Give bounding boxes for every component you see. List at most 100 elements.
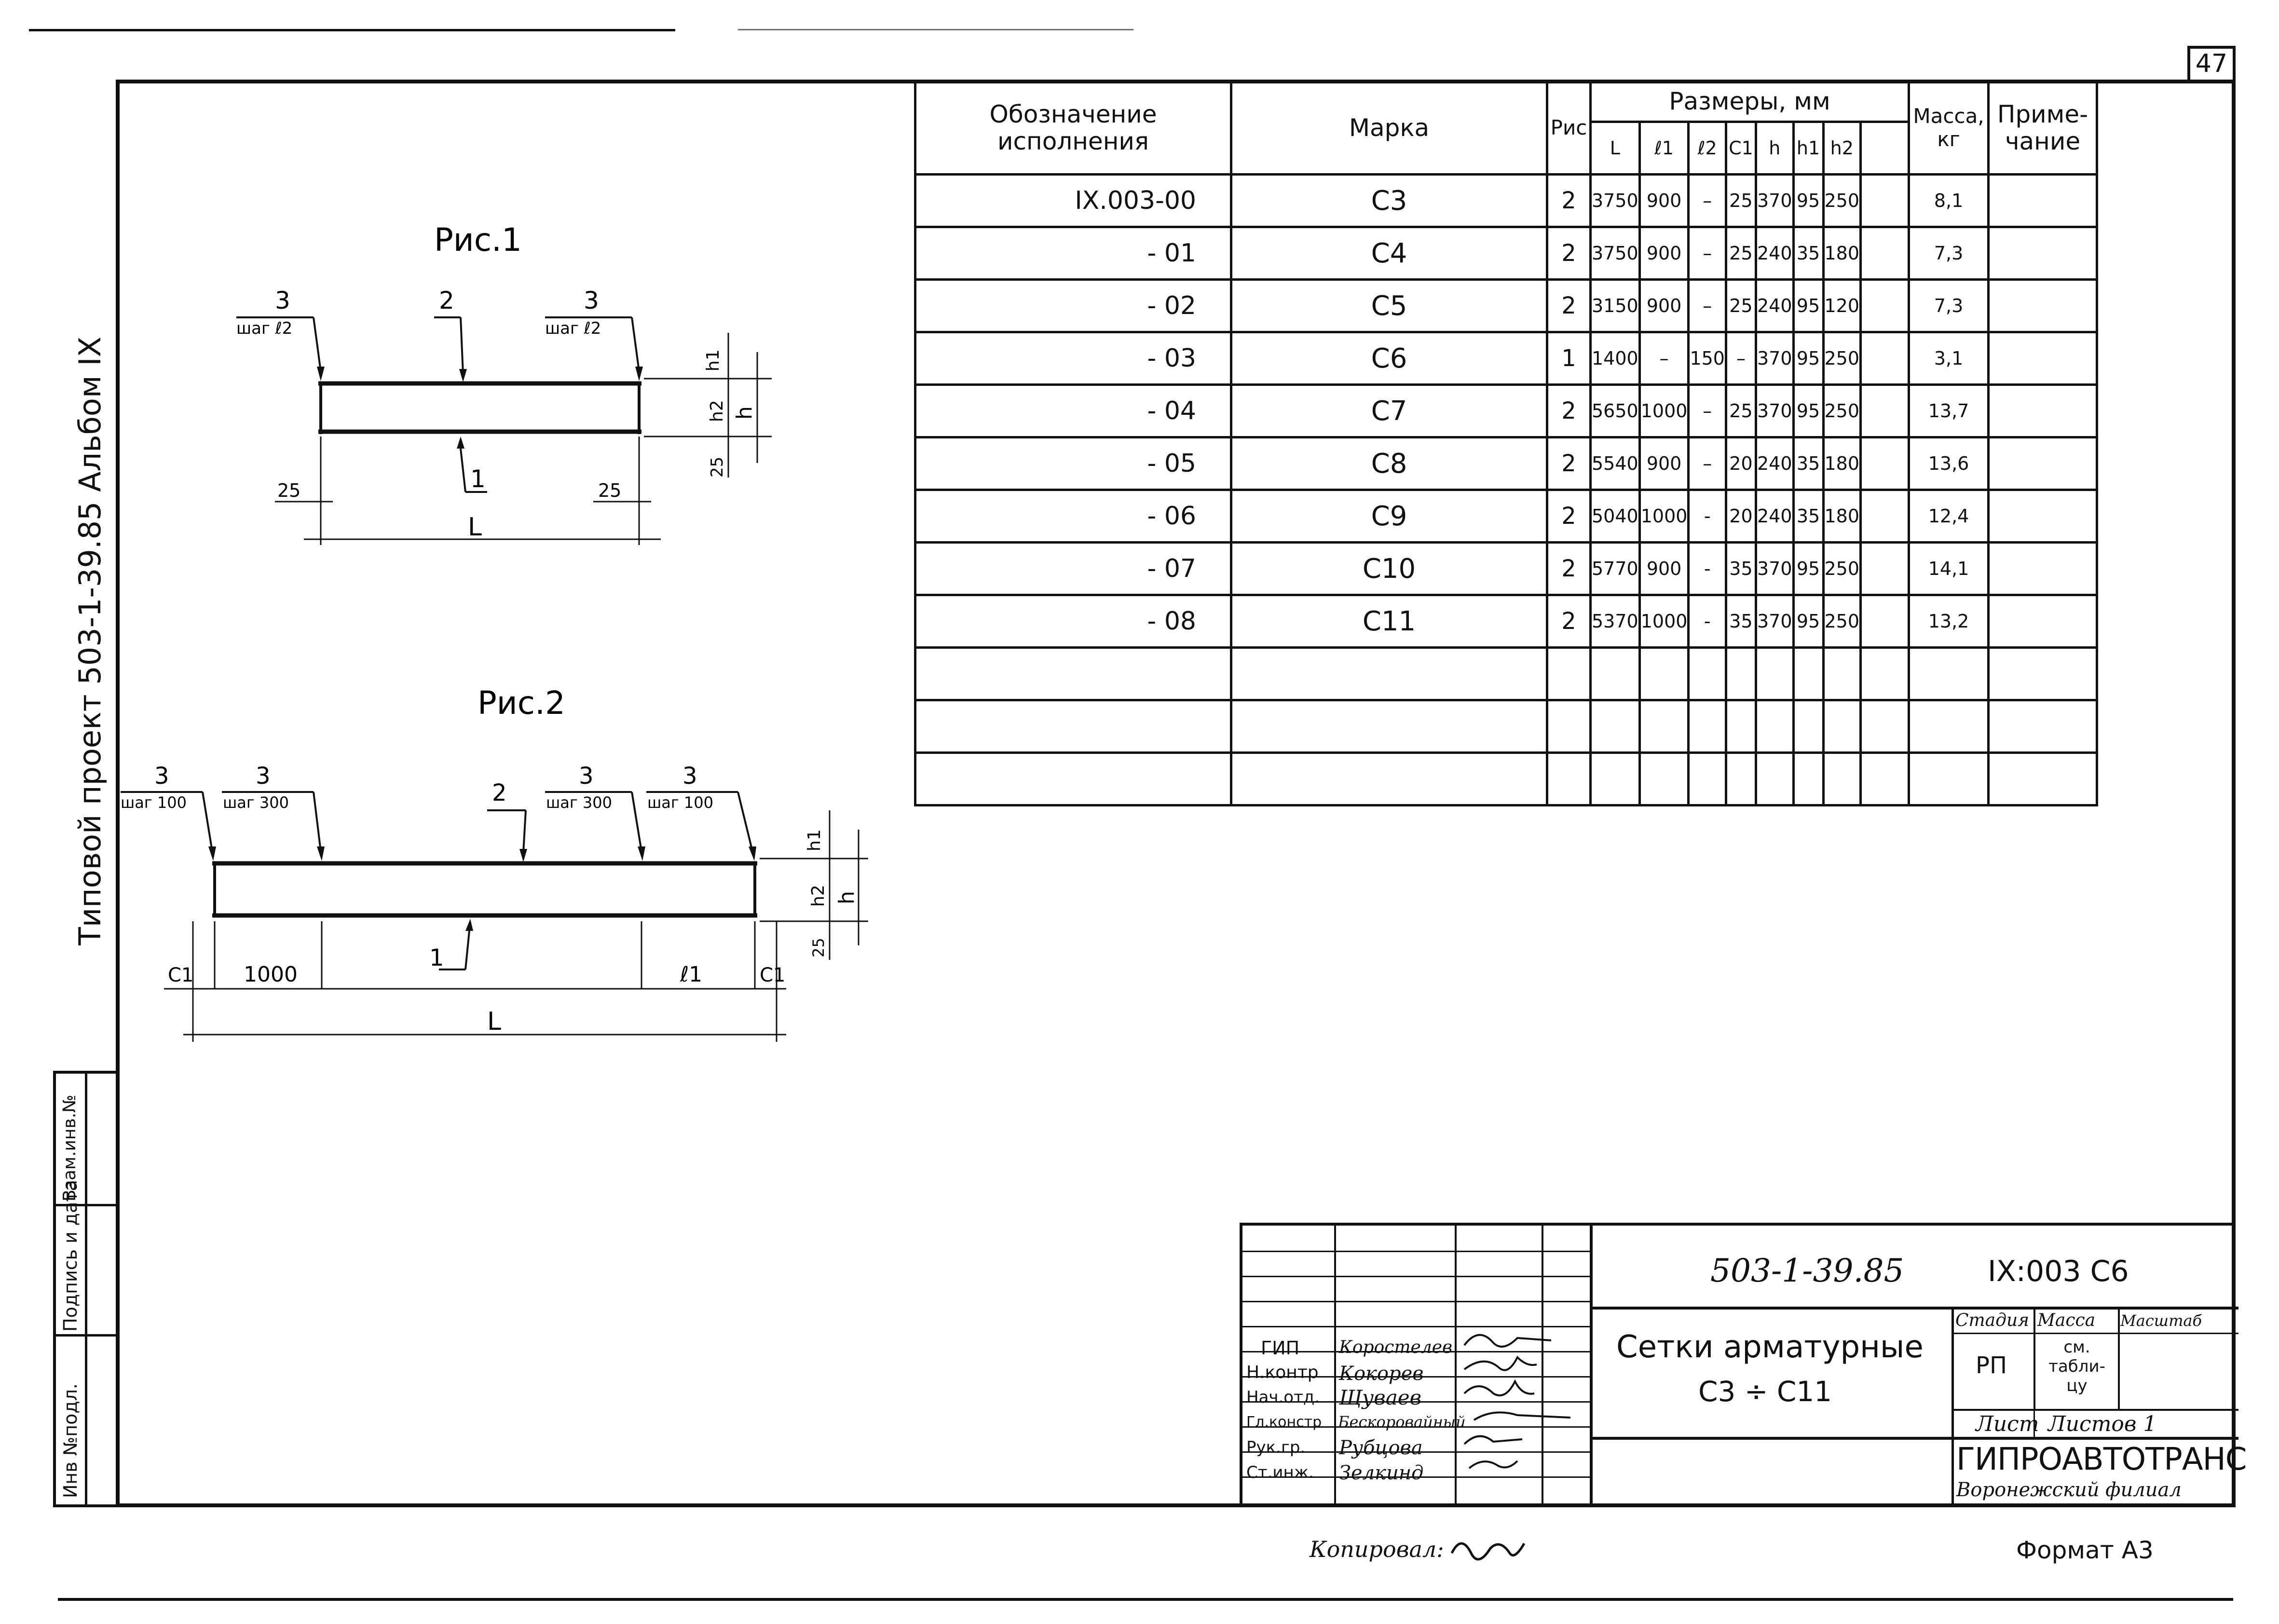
table-cell: 1400	[1589, 331, 1641, 386]
header-mass: Масса, кг	[1908, 80, 1990, 176]
fig1-drawing: Рис.1 3 шаг ℓ2 2 3 шаг ℓ2 1 25 25 L h1 h…	[236, 221, 772, 545]
fig1-callout-3a-sub: шаг ℓ2	[236, 319, 292, 338]
sheet-label: Лист	[1976, 1412, 2039, 1436]
table-cell: 250	[1822, 173, 1862, 228]
table-cell: -	[1687, 594, 1727, 649]
table-cell: 250	[1822, 331, 1862, 386]
fig1-dim-25-right: 25	[598, 480, 621, 501]
table-cell	[1987, 436, 2099, 491]
table-cell: 1	[1546, 331, 1592, 386]
fig2-title: Рис.2	[478, 684, 565, 722]
table-cell: C8	[1230, 436, 1548, 491]
table-cell: C11	[1230, 594, 1548, 649]
staff-role: Рук.гр.	[1246, 1438, 1306, 1457]
fig1-callout-2: 2	[439, 287, 454, 314]
sheet-number: 47	[2187, 46, 2236, 80]
fig1-dim-h: h	[732, 406, 757, 420]
table-cell: 95	[1792, 541, 1825, 596]
subheader-empty	[1859, 121, 1911, 176]
fig2-drawing: Рис.2 3 шаг 100 3 шаг 300 2 3 шаг 300 3 …	[121, 684, 868, 1042]
table-cell: 120	[1822, 278, 1862, 333]
copied-by-signature	[1450, 1542, 1526, 1561]
table-row-empty	[914, 699, 2099, 754]
table-cell	[1546, 646, 1592, 701]
title-block: ГИП Коростелев Н.контр Кокорев Нач.отд. …	[1240, 1223, 2247, 1507]
mass-value: см. табли-цу	[2048, 1337, 2105, 1395]
fig2-callout-3d-sub: шаг 100	[647, 793, 713, 812]
table-cell	[1987, 489, 2099, 544]
table-cell	[1589, 699, 1641, 754]
table-cell	[1987, 173, 2099, 228]
table-cell: 35	[1792, 226, 1825, 281]
fig1-callout-3a: 3	[275, 287, 290, 314]
staff-name: Зелкинд	[1339, 1462, 1424, 1484]
table-cell: 14,1	[1908, 541, 1990, 596]
table-cell: 3750	[1589, 226, 1641, 281]
table-cell	[1230, 751, 1548, 806]
table-cell: 3,1	[1908, 331, 1990, 386]
staff-role: ГИП	[1261, 1337, 1300, 1359]
stamp-label-sign: Подпись и дата	[60, 1180, 81, 1332]
table-cell	[1754, 699, 1795, 754]
staff-role: Нач.отд.	[1246, 1388, 1320, 1407]
table-cell: C9	[1230, 489, 1548, 544]
fig2-dim-L: L	[487, 1007, 501, 1036]
header-dimensions: Размеры, мм	[1589, 80, 1911, 123]
album-side-text: Типовой проект 503-1-39.85 Альбом IX	[72, 336, 108, 945]
table-cell: -	[1687, 541, 1727, 596]
table-cell: C5	[1230, 278, 1548, 333]
table-cell: 150	[1687, 331, 1727, 386]
table-cell	[1589, 751, 1641, 806]
table-cell: 13,2	[1908, 594, 1990, 649]
fig2-dim-c1-right: C1	[760, 964, 785, 986]
top-rule-short	[738, 29, 1133, 30]
table-cell: –	[1687, 278, 1727, 333]
table-cell	[1987, 646, 2099, 701]
table-cell: 25	[1724, 383, 1757, 438]
table-cell: - 03	[914, 331, 1232, 386]
org-name: ГИПРОАВТОТРАНС	[1956, 1442, 2247, 1477]
table-cell	[1792, 751, 1825, 806]
table-cell: 5540	[1589, 436, 1641, 491]
table-cell: 900	[1638, 541, 1690, 596]
table-cell	[1859, 226, 1911, 281]
table-cell: 3750	[1589, 173, 1641, 228]
fig2-dim-25: 25	[809, 938, 828, 957]
table-cell: - 06	[914, 489, 1232, 544]
table-cell	[1546, 699, 1592, 754]
table-cell: 250	[1822, 541, 1862, 596]
table-cell	[1987, 331, 2099, 386]
table-cell: 95	[1792, 173, 1825, 228]
table-cell: 95	[1792, 383, 1825, 438]
table-cell	[1859, 541, 1911, 596]
table-cell: C4	[1230, 226, 1548, 281]
table-cell	[914, 699, 1232, 754]
spec-header-row: Обозначение исполнения Марка Рис Размеры…	[914, 80, 2099, 176]
subheader-l1: ℓ1	[1638, 121, 1690, 176]
table-cell: –	[1724, 331, 1757, 386]
table-cell: 95	[1792, 594, 1825, 649]
org-branch: Воронежский филиал	[1956, 1479, 2182, 1501]
table-cell: 7,3	[1908, 278, 1990, 333]
table-cell	[1589, 646, 1641, 701]
table-cell	[1822, 699, 1862, 754]
table-cell: 12,4	[1908, 489, 1990, 544]
table-cell	[1987, 594, 2099, 649]
table-cell: 8,1	[1908, 173, 1990, 228]
table-cell	[1859, 646, 1911, 701]
table-cell: 240	[1754, 489, 1795, 544]
table-cell: 25	[1724, 173, 1757, 228]
bottom-rule	[58, 1598, 2233, 1601]
fig2-dim-c1-left: C1	[168, 964, 193, 986]
table-cell	[1724, 751, 1757, 806]
table-cell: - 01	[914, 226, 1232, 281]
table-cell	[1859, 436, 1911, 491]
table-cell: C7	[1230, 383, 1548, 438]
table-cell	[1859, 699, 1911, 754]
fig1-callout-3b-sub: шаг ℓ2	[545, 319, 601, 338]
table-cell: 5040	[1589, 489, 1641, 544]
table-cell: 370	[1754, 383, 1795, 438]
table-cell	[1792, 646, 1825, 701]
table-cell	[1859, 331, 1911, 386]
staff-name: Коростелев	[1339, 1337, 1453, 1357]
